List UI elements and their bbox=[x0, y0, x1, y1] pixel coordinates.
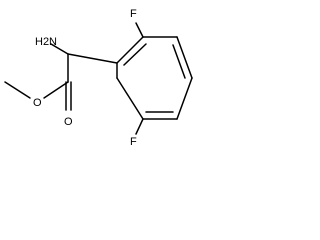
ring-double-bond-right bbox=[172, 44, 186, 79]
fluorine-top-label: F bbox=[130, 8, 137, 20]
carbonyl-oxygen-label: O bbox=[64, 116, 73, 128]
bond-methyl-oxygen bbox=[4, 81, 31, 99]
ring-bond-4 bbox=[176, 77, 193, 120]
ether-oxygen-label: O bbox=[33, 97, 42, 109]
bond-ring-fluorine-top bbox=[135, 22, 144, 38]
bond-ring-fluorine-bottom bbox=[135, 118, 144, 135]
ring-double-bond-top-left bbox=[123, 43, 147, 66]
ring-bond-1 bbox=[116, 36, 144, 64]
ring-bond-3 bbox=[176, 36, 193, 79]
bond-alpha-ring bbox=[67, 53, 118, 64]
amine-label: H2N bbox=[35, 36, 57, 48]
bond-alpha-amine bbox=[50, 43, 69, 55]
ring-bond-6 bbox=[116, 77, 144, 120]
chemical-structure: H2N O O F F bbox=[4, 8, 193, 148]
bond-oxygen-carbonyl-carbon bbox=[43, 81, 69, 99]
fluorine-bottom-label: F bbox=[130, 136, 137, 148]
